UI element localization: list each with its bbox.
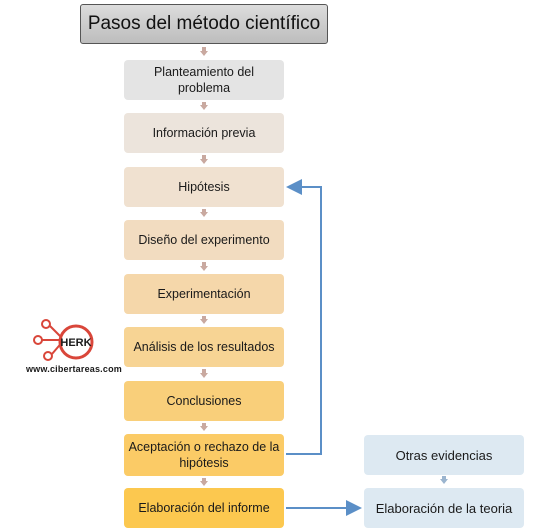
step-diseno-experimento: Diseño del experimento — [124, 220, 284, 260]
cibertareas-logo: HERK www.cibertareas.com — [14, 318, 134, 380]
step-elaboracion-informe: Elaboración del informe — [124, 488, 284, 528]
svg-text:HERK: HERK — [60, 337, 91, 349]
down-arrow-icon — [200, 478, 208, 486]
step-planteamiento: Planteamiento del problema — [124, 60, 284, 100]
down-arrow-icon — [200, 423, 208, 431]
down-arrow-icon — [200, 155, 208, 164]
down-arrow-icon — [200, 209, 208, 217]
down-arrow-icon — [200, 262, 208, 271]
box-elaboracion-teoria: Elaboración de la teoria — [364, 488, 524, 528]
step-aceptacion-rechazo: Aceptación o rechazo de la hipótesis — [124, 434, 284, 476]
down-arrow-icon — [200, 316, 208, 324]
box-otras-evidencias: Otras evidencias — [364, 435, 524, 475]
down-arrow-icon — [200, 47, 208, 56]
step-analisis-resultados: Análisis de los resultados — [124, 327, 284, 367]
step-hipotesis: Hipótesis — [124, 167, 284, 207]
logo-url: www.cibertareas.com — [25, 364, 122, 374]
down-arrow-icon — [440, 476, 448, 484]
step-conclusiones: Conclusiones — [124, 381, 284, 421]
diagram-title: Pasos del método científico — [80, 4, 328, 44]
down-arrow-icon — [200, 369, 208, 378]
feedback-arrow — [286, 179, 322, 455]
step-informacion-previa: Información previa — [124, 113, 284, 153]
step-experimentacion: Experimentación — [124, 274, 284, 314]
herk-logo-icon: HERK — [33, 319, 94, 361]
step-arrows — [200, 47, 448, 486]
down-arrow-icon — [200, 102, 208, 110]
